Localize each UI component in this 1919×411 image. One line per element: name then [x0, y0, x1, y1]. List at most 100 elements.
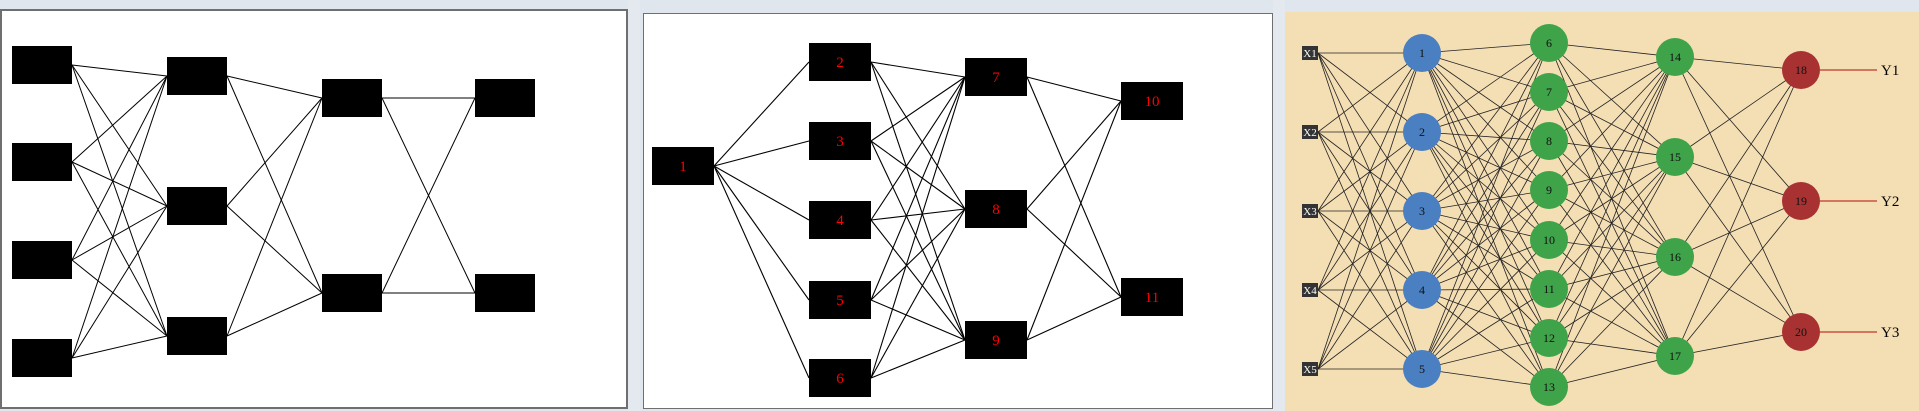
connection-line [1674, 156, 1802, 202]
node-box [12, 46, 72, 84]
connection-line [1026, 76, 1122, 102]
node-label: 6 [836, 371, 844, 387]
neuron-label: 3 [1419, 204, 1425, 218]
node-label: 9 [992, 333, 1000, 349]
connection-line [1421, 91, 1550, 212]
node-label: 2 [836, 55, 844, 71]
neuron-label: 7 [1546, 85, 1552, 99]
connection-line [71, 64, 168, 77]
node-box [12, 241, 72, 279]
connection-line [1421, 52, 1550, 339]
neuron-node [1530, 368, 1568, 406]
neuron-label: 6 [1546, 36, 1552, 50]
neuron-node [1656, 337, 1694, 375]
node-label: 1 [679, 159, 687, 175]
connection-line [1421, 52, 1550, 388]
neuron-label: 15 [1669, 150, 1681, 164]
connection-line [870, 76, 966, 379]
neuron-node [1656, 138, 1694, 176]
node-label: 7 [992, 70, 1000, 86]
connection-line [1548, 56, 1676, 290]
connection-line [1421, 91, 1550, 133]
node-box [167, 187, 227, 225]
connection-line [71, 75, 168, 261]
connection-line [1548, 56, 1676, 339]
connection-line [1421, 210, 1550, 339]
connection-line [1548, 91, 1676, 258]
connection-line [870, 140, 966, 341]
connection-line [870, 339, 966, 379]
connection-line [1421, 140, 1550, 370]
connection-line [713, 61, 810, 167]
neuron-node [1530, 221, 1568, 259]
node-box [12, 143, 72, 181]
neuron-label: 4 [1419, 283, 1425, 297]
connection-line [1421, 239, 1550, 291]
node-box [167, 57, 227, 95]
connection-line [1548, 56, 1676, 142]
connection-line [1548, 156, 1676, 388]
neuron-label: 13 [1543, 380, 1555, 394]
connection-line [1548, 239, 1676, 258]
connection-line [1421, 52, 1550, 290]
connection-line [226, 75, 323, 294]
connection-line [1421, 140, 1550, 291]
connection-line [1026, 100, 1122, 210]
input-label: X4 [1303, 285, 1317, 297]
connection-line [1674, 69, 1802, 158]
node-box [322, 274, 382, 312]
connection-line [226, 292, 323, 337]
connection-line [1421, 42, 1550, 370]
connection-line [1317, 289, 1423, 370]
connection-line [1674, 56, 1802, 202]
connection-line [1421, 289, 1550, 388]
connection-line [1317, 210, 1423, 370]
node-box [652, 147, 714, 185]
node-label: 5 [836, 293, 844, 309]
connection-line [713, 165, 810, 221]
node-label: 11 [1145, 290, 1159, 306]
connection-line [1674, 200, 1802, 258]
connection-line [1548, 91, 1676, 357]
connection-line [1548, 56, 1676, 241]
neuron-node [1403, 350, 1441, 388]
connection-line [870, 299, 966, 341]
connection-line [226, 75, 323, 99]
node-box [1121, 82, 1183, 120]
connection-line [870, 61, 966, 78]
connection-line [1317, 52, 1423, 133]
connection-line [1421, 368, 1550, 388]
connection-line [71, 64, 168, 207]
connection-line [1674, 156, 1802, 333]
neuron-label: 20 [1795, 325, 1807, 339]
node-box [809, 122, 871, 160]
connection-line [1421, 189, 1550, 370]
connection-line [1674, 200, 1802, 357]
neuron-label: 17 [1669, 349, 1681, 363]
panel-separator [1273, 0, 1285, 411]
node-box [809, 281, 871, 319]
connection-line [226, 97, 323, 337]
connection-line [1421, 42, 1550, 54]
neuron-node [1782, 313, 1820, 351]
connection-line [870, 76, 966, 221]
connection-line [1421, 210, 1550, 388]
connection-line [1421, 131, 1550, 290]
input-box [1302, 125, 1318, 139]
connection-line [71, 75, 168, 163]
connection-line [381, 97, 476, 294]
connection-line [1548, 56, 1676, 388]
output-label: Y1 [1881, 63, 1899, 79]
node-box [965, 58, 1027, 96]
network-diagram-unlabeled [12, 46, 535, 377]
connection-line [1548, 56, 1676, 191]
neuron-label: 10 [1543, 233, 1555, 247]
connection-line [71, 205, 168, 261]
connection-line [1026, 208, 1122, 298]
connection-line [71, 335, 168, 359]
connection-line [870, 61, 966, 341]
node-box [809, 201, 871, 239]
node-label: 3 [836, 134, 844, 150]
